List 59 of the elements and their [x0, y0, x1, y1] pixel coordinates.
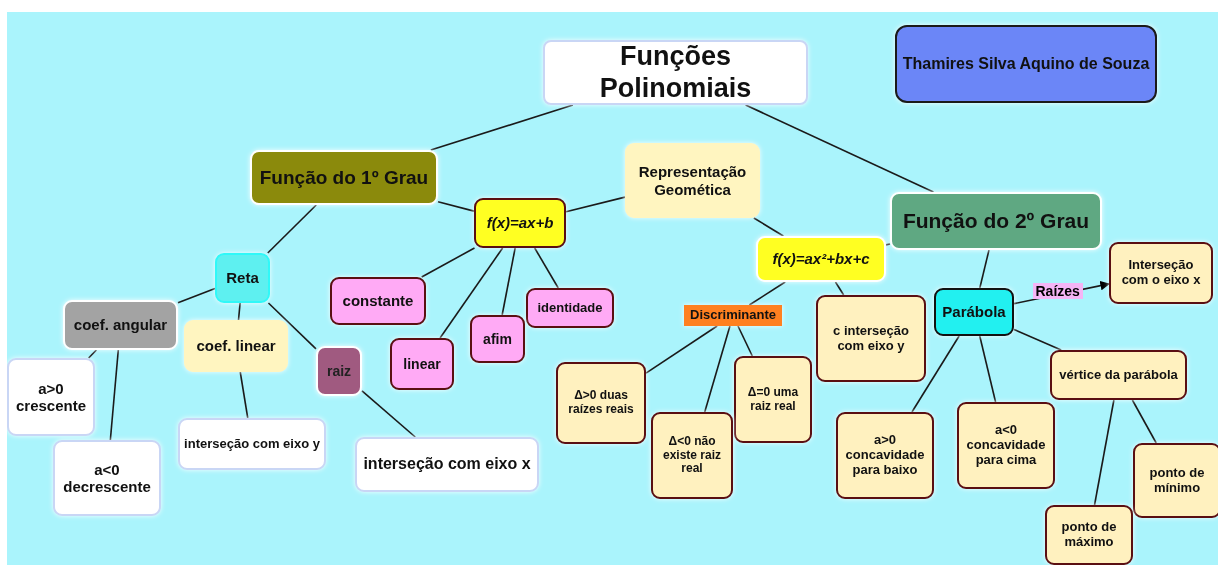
connector-line — [737, 325, 754, 357]
connector-line — [744, 104, 935, 193]
connector-line — [885, 243, 891, 246]
connector-line — [979, 249, 990, 289]
concept-box: Δ=0 uma raiz real — [734, 356, 812, 443]
connector-line — [645, 325, 718, 374]
concept-box: f(x)=ax+b — [474, 198, 566, 248]
connector-line — [430, 104, 574, 151]
connector-line — [109, 349, 120, 441]
concept-box: ponto de máximo — [1045, 505, 1133, 565]
concept-box: afim — [470, 315, 525, 363]
connector-line — [177, 287, 216, 304]
concept-box: linear — [390, 338, 454, 390]
connector-line — [978, 335, 997, 403]
concept-box: identidade — [526, 288, 614, 328]
connector-line — [834, 281, 845, 296]
concept-box: a<0 decrescente — [53, 440, 161, 516]
connector-line — [748, 281, 786, 306]
connector-line — [1131, 399, 1157, 444]
connector-line — [1093, 399, 1115, 506]
concept-box: coef. angular — [63, 300, 178, 350]
concept-box: Representação Geomética — [625, 143, 760, 218]
connector-line — [437, 201, 475, 212]
concept-box: Função do 2º Grau — [890, 192, 1102, 250]
concept-box: Δ>0 duas raízes reais — [556, 362, 646, 444]
concept-box: a>0 concavidade para baixo — [836, 412, 934, 499]
concept-box: f(x)=ax²+bx+c — [756, 236, 886, 282]
concept-box: a<0 concavidade para cima — [957, 402, 1055, 489]
connector-line — [911, 335, 960, 413]
concept-box: Interseção com o eixo x — [1109, 242, 1213, 304]
connector-line — [703, 325, 731, 413]
concept-box: raiz — [316, 346, 362, 396]
concept-box: a>0 crescente — [7, 358, 95, 436]
concept-box: interseção com eixo y — [178, 418, 326, 470]
concept-box: c interseção com eixo y — [816, 295, 926, 382]
concept-box: interseção com eixo x — [355, 437, 539, 492]
concept-box: Função do 1º Grau — [250, 150, 438, 205]
concept-box: ponto de mínimo — [1133, 443, 1218, 518]
connector-line — [267, 302, 317, 350]
connector-line — [237, 302, 241, 321]
concept-box: constante — [330, 277, 426, 325]
connector-line — [565, 196, 626, 213]
connector-line — [361, 390, 417, 438]
connector-line — [239, 371, 249, 419]
connector-line — [266, 204, 318, 254]
concept-box: Discriminante — [684, 305, 782, 326]
concept-box: Reta — [215, 253, 270, 303]
connector-line — [501, 247, 516, 316]
connector-line — [1013, 328, 1062, 351]
concept-box: Parábola — [934, 288, 1014, 336]
concept-box: vértice da parábola — [1050, 350, 1187, 400]
concept-box: Funções Polinomiais — [543, 40, 808, 105]
connector-line — [753, 217, 785, 237]
connector-line — [420, 247, 476, 278]
concept-box: Δ<0 não existe raiz real — [651, 412, 733, 499]
connector-line — [533, 247, 560, 289]
concept-box: Thamires Silva Aquino de Souza — [895, 25, 1157, 103]
connector-line — [439, 247, 504, 339]
concept-box: coef. linear — [184, 320, 288, 372]
